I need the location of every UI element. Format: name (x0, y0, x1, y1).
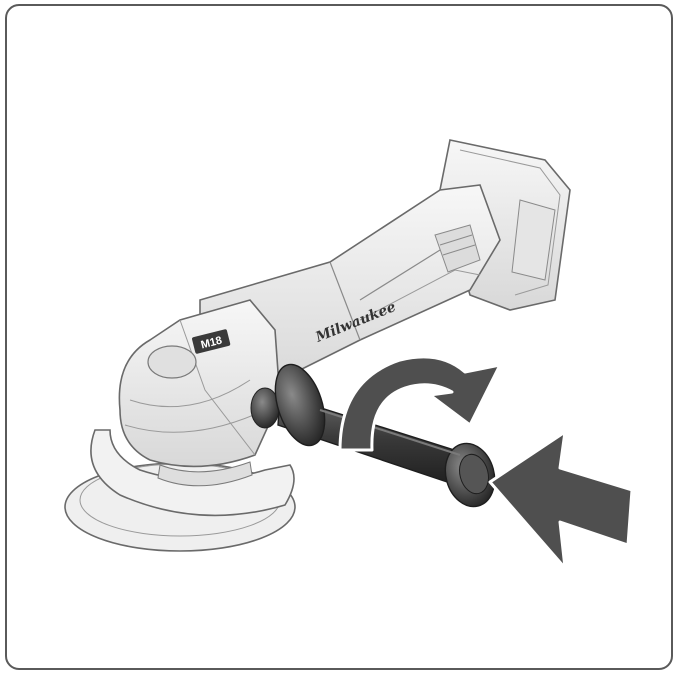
rotation-arrow-icon (338, 355, 502, 452)
gear-head (118, 299, 281, 487)
wheel-guard (90, 429, 295, 517)
side-handle (250, 363, 496, 508)
m18-badge: M18 (192, 329, 231, 354)
svg-text:M18: M18 (200, 335, 224, 352)
push-arrow-icon (488, 430, 634, 570)
